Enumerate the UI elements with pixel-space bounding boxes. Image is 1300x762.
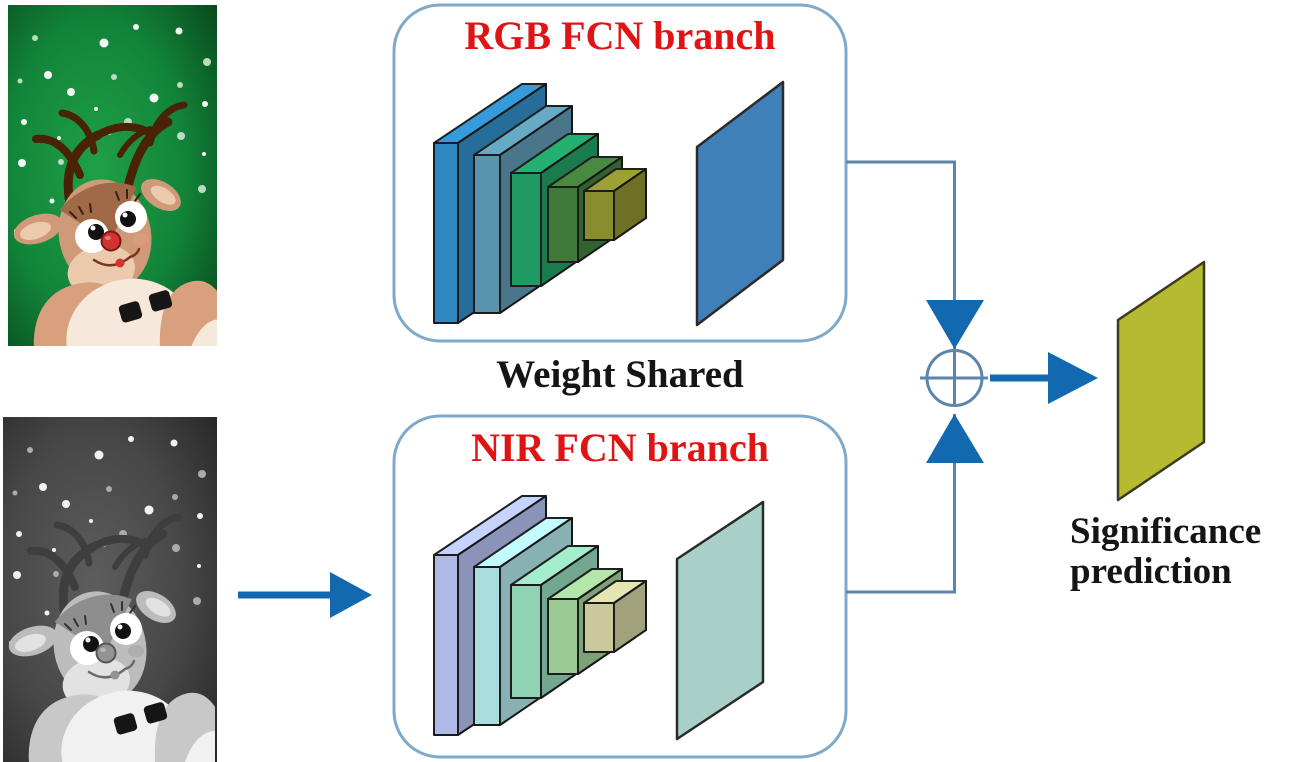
nir-branch-box <box>392 414 848 759</box>
arrowhead-up-icon <box>926 414 984 463</box>
connectors <box>846 160 956 594</box>
rgb-input-image <box>8 5 217 346</box>
nir-to-fusion-connector <box>846 414 956 594</box>
fusion-sum-icon <box>920 349 988 407</box>
weight-shared-label: Weight Shared <box>496 353 744 396</box>
rgb-branch-box <box>392 3 848 343</box>
nir-branch-title: NIR FCN branch <box>471 425 769 470</box>
rgb-branch-title: RGB FCN branch <box>464 13 776 58</box>
rgb-to-fusion-connector <box>846 160 956 349</box>
nir-conv-stack <box>433 495 647 736</box>
nir-input-arrow-icon <box>238 572 372 618</box>
arrowhead-down-icon <box>926 300 984 349</box>
nir-input-image <box>3 417 217 762</box>
output-significance-map <box>1116 260 1206 502</box>
nir-feature-map <box>675 500 765 741</box>
conv-layer-5 <box>583 580 647 653</box>
rgb-conv-stack <box>433 83 647 324</box>
output-label: Significance prediction <box>1070 511 1262 592</box>
conv-layer-5 <box>583 168 647 241</box>
rgb-feature-map <box>695 80 785 327</box>
fusion-to-output-arrow-icon <box>990 352 1098 404</box>
